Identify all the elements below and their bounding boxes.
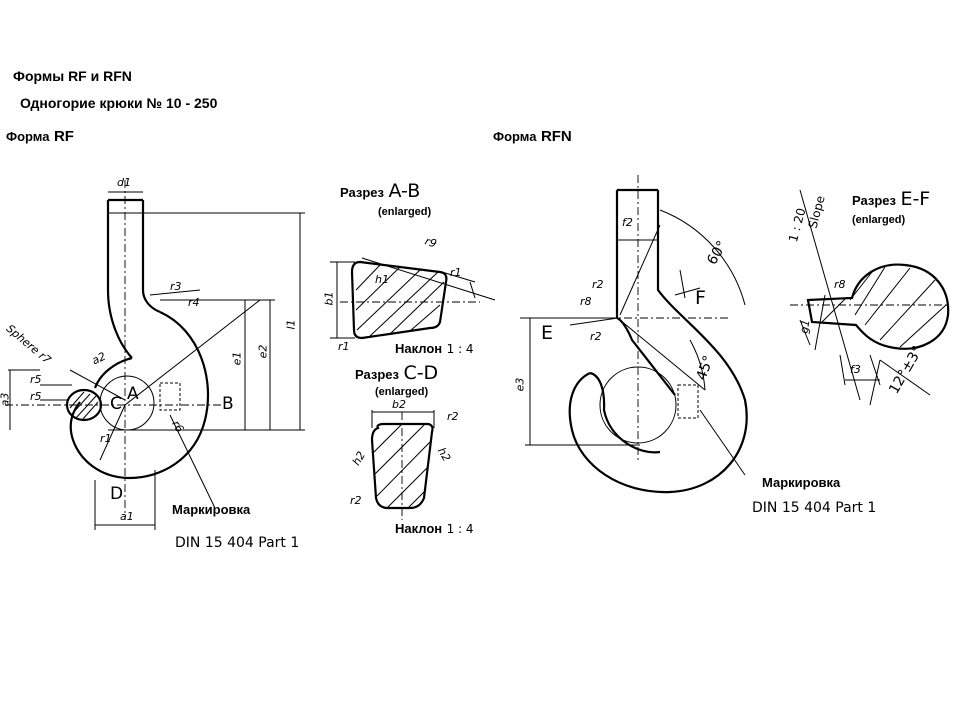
section-ab-slope: Наклон 1 : 4 [395,340,474,358]
section-cd-slope: Наклон 1 : 4 [395,520,474,538]
page-title: Формы RF и RFN [13,68,132,84]
rfn-form-label: Форма RFN [493,128,572,146]
rf-form-label: Форма RF [6,128,74,146]
section-ef-label-ru: Разрез [852,193,896,208]
rf-dim-r1: r1 [100,432,112,445]
section-ab-enlarged: (enlarged) [378,206,432,218]
rf-dim-r3: r3 [170,280,182,293]
rf-dim-r5b: r5 [30,390,42,403]
section-ab-dim-h1: h1 [375,273,389,286]
rf-dim-a1: a1 [120,510,134,523]
section-ab-dim-b1: b1 [322,291,336,306]
section-ef-dim-r8: r8 [834,278,846,291]
section-cd-slope-ru: Наклон [395,521,443,536]
rfn-form-label-code: RFN [540,128,572,145]
rf-marking-label: Маркировка [172,502,251,517]
rf-din-ref: DIN 15 404 Part 1 [175,535,300,551]
rfn-centerlines [520,175,746,476]
rf-label-a: A [127,384,139,404]
section-ab-code: A-B [388,180,421,202]
rfn-dim-f2: f2 [622,216,633,229]
rf-label-d: D [110,484,124,504]
rfn-marking-label: Маркировка [762,475,841,490]
section-ab-slope-ratio: 1 : 4 [446,342,474,356]
rf-dim-r4: r4 [188,296,200,309]
section-cd-dim-b2: b2 [392,398,406,411]
section-ef-shape [790,189,950,406]
rfn-dim-e3: e3 [513,377,527,392]
section-ab-title: Разрез A-B [340,180,420,202]
section-cd-title: Разрез C-D [355,362,438,384]
rf-dim-r5a: r5 [30,373,42,386]
rfn-dim-r2a: r2 [592,278,604,291]
section-ef-title: Разрез E-F [852,188,930,210]
rf-dim-d1: d1 [117,176,131,189]
rf-dim-e1: e1 [230,351,244,366]
rfn-din-ref: DIN 15 404 Part 1 [752,500,877,516]
rfn-form-label-ru: Форма [493,129,537,144]
section-ab-slope-ru: Наклон [395,341,443,356]
section-ab-label-ru: Разрез [340,185,384,200]
rfn-dim-r8: r8 [580,295,592,308]
section-cd-dim-r2b: r2 [350,494,362,507]
section-cd-dim-r2: r2 [447,410,459,423]
rf-form-label-code: RF [53,128,74,145]
section-cd-slope-ratio: 1 : 4 [446,522,474,536]
section-ab-dim-r1b: r1 [338,340,350,353]
rf-label-b: B [222,394,234,414]
section-cd-code: C-D [403,362,439,384]
section-cd-enlarged: (enlarged) [375,386,429,398]
rfn-dim-r2b: r2 [590,330,602,343]
rf-centerlines [5,180,305,530]
section-ef-dim-f3: f3 [850,363,861,376]
rf-dim-l1: l1 [284,319,298,330]
rfn-label-e: E [541,322,554,344]
rf-dim-e2: e2 [256,344,270,359]
section-ab-dim-r1: r1 [450,266,462,279]
page-subtitle: Одногорие крюки № 10 - 250 [20,95,218,111]
rf-form-label-ru: Форма [6,129,50,144]
rfn-label-f: F [695,287,706,309]
rf-label-c: C [110,394,122,414]
rf-hook-outline [65,198,210,480]
section-cd-label-ru: Разрез [355,367,399,382]
section-cd-shape [370,410,435,520]
rf-dim-a3: a3 [0,392,12,407]
section-ab-shape [330,257,496,340]
section-ef-enlarged: (enlarged) [852,214,906,226]
section-ef-code: E-F [900,188,931,210]
section-ef-dim-g1: g1 [797,318,813,335]
